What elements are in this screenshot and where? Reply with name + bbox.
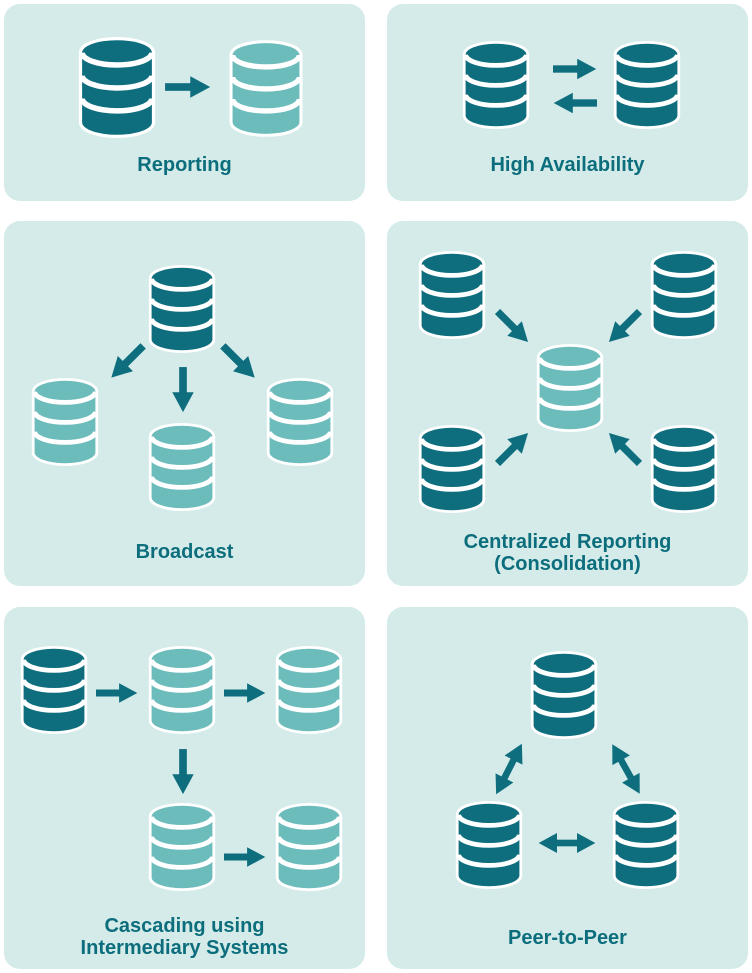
panel-label-reporting: Reporting: [4, 154, 365, 176]
panel-label-centralized-reporting: Centralized Reporting (Consolidation): [387, 531, 748, 575]
database-icon-primary: [456, 41, 536, 129]
database-icon-peer-right: [606, 801, 686, 889]
database-icon-source-top-right: [644, 251, 724, 339]
panel-reporting: Reporting: [4, 4, 365, 201]
panel-label-text: (Consolidation): [494, 553, 641, 575]
database-icon-source-bottom-right: [644, 425, 724, 513]
right-arrow-icon: [224, 845, 266, 869]
panel-label-broadcast: Broadcast: [4, 541, 365, 563]
panel-peer-to-peer: Peer-to-Peer: [387, 607, 748, 969]
database-icon-replica-center: [142, 423, 222, 511]
database-icon-peer-top: [524, 651, 604, 739]
database-icon-replica-right: [260, 378, 340, 466]
database-icon-intermediary-lower: [142, 803, 222, 891]
database-icon-central-target: [530, 344, 610, 432]
database-icon-replica: [222, 40, 310, 137]
double-arrow-icon-bottom: [537, 832, 597, 854]
database-icon-source-top-left: [412, 251, 492, 339]
right-arrow-icon: [553, 57, 597, 82]
panel-label-text: Broadcast: [135, 541, 234, 563]
database-icon-peer-left: [449, 801, 529, 889]
panel-cascading: Cascading using Intermediary Systems: [4, 607, 365, 969]
right-arrow-icon: [224, 681, 266, 705]
panel-high-availability: High Availability: [387, 4, 748, 201]
panel-label-cascading: Cascading using Intermediary Systems: [4, 915, 365, 959]
double-arrow-icon-right: [602, 737, 650, 800]
database-icon-replica-top-right: [269, 646, 349, 734]
panel-label-high-availability: High Availability: [387, 154, 748, 176]
database-icon-source: [71, 37, 163, 138]
panel-label-peer-to-peer: Peer-to-Peer: [387, 927, 748, 949]
database-icon-replica-left: [25, 378, 105, 466]
database-icon-source-bottom-left: [412, 425, 492, 513]
panel-centralized-reporting: Centralized Reporting (Consolidation): [387, 221, 748, 586]
right-arrow-icon: [165, 74, 211, 100]
database-icon-source: [14, 646, 94, 734]
right-arrow-icon: [96, 681, 138, 705]
down-arrow-icon: [170, 749, 196, 795]
left-arrow-icon: [553, 91, 597, 116]
panel-label-text: Intermediary Systems: [80, 937, 289, 959]
panel-label-text: Reporting: [137, 154, 232, 176]
down-arrow-icon: [170, 367, 196, 413]
double-arrow-icon-left: [486, 737, 533, 800]
database-icon-intermediary: [142, 646, 222, 734]
database-icon-source: [142, 265, 222, 353]
panel-broadcast: Broadcast: [4, 221, 365, 586]
database-icon-standby: [607, 41, 687, 129]
panel-label-text: Peer-to-Peer: [508, 927, 627, 949]
database-icon-replica-bottom-right: [269, 803, 349, 891]
panel-label-text: High Availability: [490, 154, 645, 176]
panel-label-text: Cascading using: [104, 915, 265, 937]
panel-label-text: Centralized Reporting: [463, 531, 672, 553]
